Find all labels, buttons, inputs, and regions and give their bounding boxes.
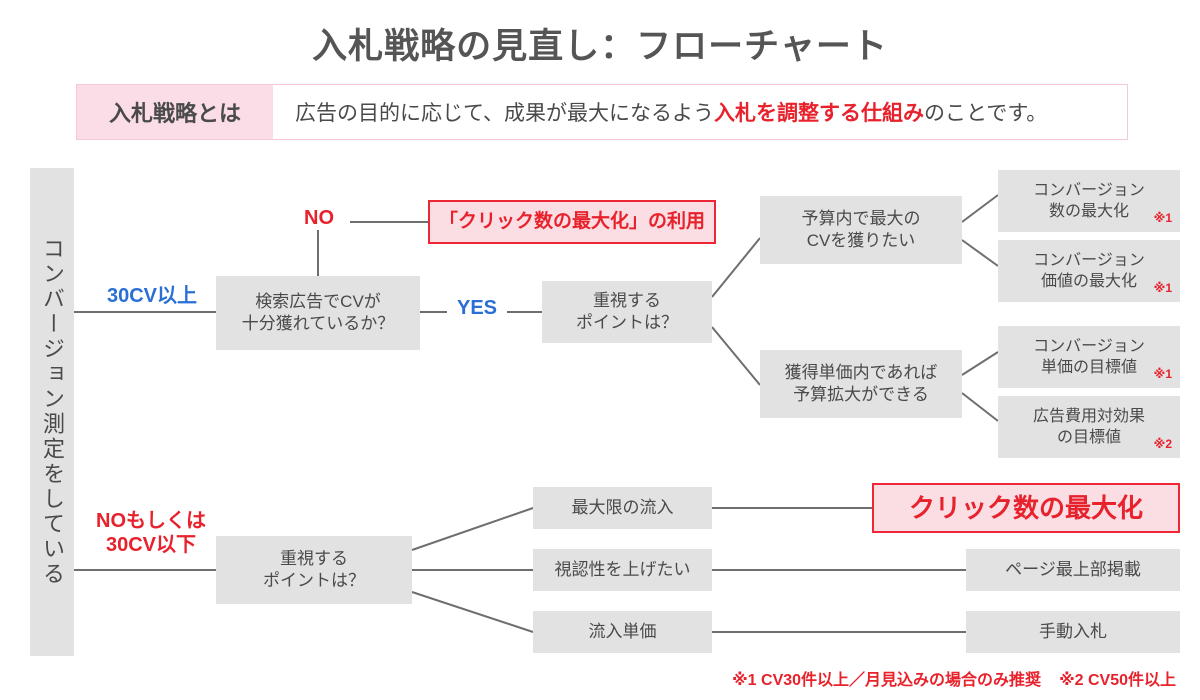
footnote-2: ※2 CV50件以上: [1059, 672, 1176, 689]
definition-text-highlight: 入札を調整する仕組み: [713, 102, 924, 125]
node-result-target-roas-line2: の目標値: [1056, 429, 1121, 446]
node-question-search-cv-line1: 検索広告でCVが: [255, 291, 381, 311]
node-branch-expand-budget-within-cpa-line1: 獲得単価内であれば: [784, 362, 938, 382]
node-branch-expand-budget-within-cpa-line2: 予算拡大ができる: [793, 385, 929, 404]
node-question-focus-point-bottom-line1: 重視する: [280, 548, 348, 568]
footnote-marker-1c: ※1: [1153, 367, 1172, 382]
page-title: 入札戦略の見直し：フローチャート: [312, 27, 888, 66]
definition-banner: 入札戦略とは 広告の目的に応じて、成果が最大になるよう入札を調整する仕組みのこと…: [76, 84, 1128, 140]
node-result-click-maximization-label: クリック数の最大化: [908, 492, 1143, 523]
node-result-top-of-page[interactable]: ページ最上部掲載: [966, 549, 1180, 591]
definition-text-after: のことです。: [923, 102, 1048, 125]
node-question-focus-point-bottom[interactable]: 重視する ポイントは？: [216, 536, 412, 604]
node-branch-inflow-cpc-label: 流入単価: [588, 621, 657, 641]
node-question-search-cv-line2: 十分獲れているか？: [241, 314, 395, 333]
node-result-target-cpa-line2: 単価の目標値: [1040, 359, 1137, 376]
node-branch-max-inflow[interactable]: 最大限の流入: [533, 487, 712, 529]
footnote-1: ※1 CV30件以上／月見込みの場合のみ推奨: [732, 672, 1042, 689]
node-result-conversion-count-max-line2: 数の最大化: [1048, 203, 1129, 220]
node-result-target-cpa-line1: コンバージョン: [1033, 337, 1145, 355]
edge-label-yes: YES: [447, 296, 507, 320]
sidebar-condition-label: コンバージョン測定をしている: [40, 237, 65, 587]
edge-label-cv-over-30: 30CV以上: [92, 284, 212, 308]
node-branch-expand-budget-within-cpa[interactable]: 獲得単価内であれば 予算拡大ができる: [760, 350, 962, 418]
node-result-target-roas-line1: 広告費用対効果: [1032, 407, 1145, 425]
node-result-conversion-count-max[interactable]: コンバージョン 数の最大化 ※1: [998, 170, 1180, 232]
edge-label-no-or-under-30: NOもしくは 30CV以下: [86, 509, 216, 557]
definition-text: 広告の目的に応じて、成果が最大になるよう入札を調整する仕組みのことです。: [273, 85, 1127, 139]
definition-text-before: 広告の目的に応じて、成果が最大になるよう: [295, 102, 714, 125]
node-result-manual-bidding[interactable]: 手動入札: [966, 611, 1180, 653]
node-question-focus-point-bottom-line2: ポイントは？: [263, 571, 365, 590]
node-result-manual-bidding-label: 手動入札: [1039, 621, 1107, 641]
node-result-conversion-value-max-line2: 価値の最大化: [1040, 273, 1137, 290]
node-branch-max-cv-in-budget-line1: 予算内で最大の: [801, 208, 921, 228]
edge-label-no: NO: [296, 206, 342, 230]
node-result-target-cpa[interactable]: コンバージョン 単価の目標値 ※1: [998, 326, 1180, 388]
footnote-marker-1a: ※1: [1153, 211, 1172, 226]
node-result-use-click-maximization-label: 「クリック数の最大化」の利用: [438, 211, 705, 233]
node-result-conversion-value-max-line1: コンバージョン: [1033, 251, 1145, 269]
node-branch-max-cv-in-budget[interactable]: 予算内で最大の CVを獲りたい: [760, 196, 962, 264]
node-branch-visibility-label: 視認性を上げたい: [554, 559, 691, 579]
node-branch-inflow-cpc[interactable]: 流入単価: [533, 611, 712, 653]
definition-term: 入札戦略とは: [77, 85, 273, 139]
node-question-focus-point-top-line1: 重視する: [593, 290, 661, 310]
node-branch-max-cv-in-budget-line2: CVを獲りたい: [806, 231, 916, 250]
sidebar-condition-band: コンバージョン測定をしている: [30, 168, 74, 656]
node-result-conversion-count-max-line1: コンバージョン: [1033, 181, 1145, 199]
node-question-focus-point-top[interactable]: 重視する ポイントは？: [542, 281, 712, 343]
footnote-marker-2a: ※2: [1153, 437, 1172, 452]
node-branch-max-inflow-label: 最大限の流入: [571, 497, 674, 517]
node-question-search-cv[interactable]: 検索広告でCVが 十分獲れているか？: [216, 276, 420, 350]
node-branch-visibility[interactable]: 視認性を上げたい: [533, 549, 712, 591]
node-result-conversion-value-max[interactable]: コンバージョン 価値の最大化 ※1: [998, 240, 1180, 302]
footnotes: ※1 CV30件以上／月見込みの場合のみ推奨 ※2 CV50件以上: [0, 666, 1176, 690]
node-result-target-roas[interactable]: 広告費用対効果 の目標値 ※2: [998, 396, 1180, 458]
footnote-marker-1b: ※1: [1153, 281, 1172, 296]
node-question-focus-point-top-line2: ポイントは？: [576, 313, 678, 332]
node-result-click-maximization[interactable]: クリック数の最大化: [872, 483, 1180, 533]
node-result-use-click-maximization[interactable]: 「クリック数の最大化」の利用: [428, 200, 716, 244]
node-result-top-of-page-label: ページ最上部掲載: [1005, 559, 1141, 579]
